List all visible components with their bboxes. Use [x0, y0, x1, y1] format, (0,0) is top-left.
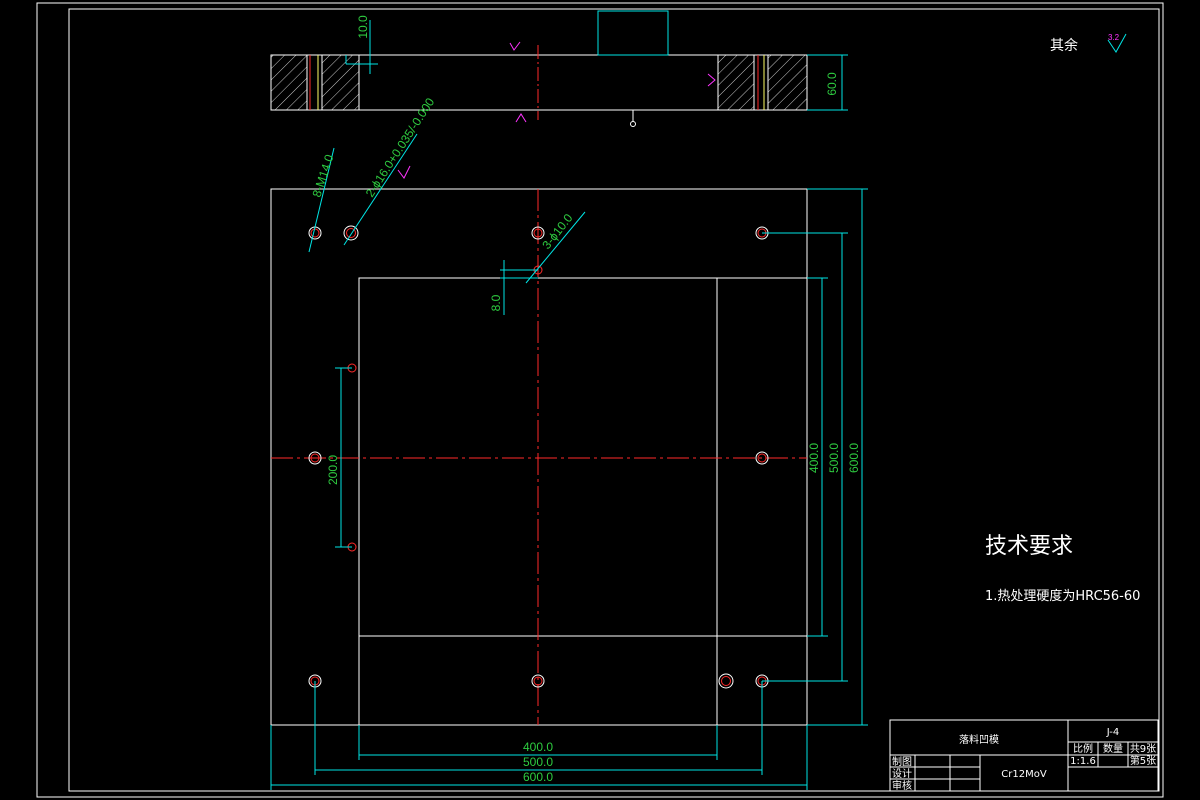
plan-view: 8-M14.0 2-ϕ16.0+0.035/-0.000 3-ϕ10.0 8.0… — [270, 95, 868, 790]
title-part-name: 落料凹模 — [959, 733, 999, 746]
tap-hole-mid-right — [755, 451, 769, 465]
title-row-drafter: 制图 — [892, 755, 912, 768]
dowel-callout-text: 2-ϕ16.0+0.035/-0.000 — [363, 95, 438, 199]
dowel-spacing-text: 200.0 — [326, 455, 340, 485]
title-quantity-header: 数量 — [1103, 742, 1123, 755]
pilot-leader — [525, 211, 586, 284]
width-mid-text: 500.0 — [523, 755, 553, 769]
surface-finish-value: 3.2 — [1108, 33, 1120, 42]
hatch-right-inner — [717, 54, 755, 111]
section-view: 60.0 10.0 — [270, 10, 848, 127]
hatch-right-outer — [767, 54, 808, 111]
finish-mark-3 — [515, 113, 527, 123]
dowel-hole-top — [343, 225, 359, 241]
title-block: 落料凹模 J-4 比例 数量 共9张 1:1.6 第5张 Cr12MoV 制图 … — [889, 719, 1159, 792]
finish-mark-4 — [397, 165, 411, 179]
dowel-leader — [343, 133, 418, 246]
height-inner-text: 400.0 — [807, 443, 821, 473]
finish-mark-2 — [707, 73, 716, 87]
tap-callout-text: 8-M14.0 — [310, 152, 337, 199]
title-row-designer: 设计 — [892, 767, 912, 780]
sheet-outer-border — [36, 2, 1164, 798]
title-sheet-header: 共9张 — [1130, 743, 1156, 755]
small-dim-text: 8.0 — [489, 294, 503, 311]
tap-hole-top-center — [531, 226, 545, 240]
plate-outline — [270, 188, 808, 726]
title-sheet-value: 第5张 — [1130, 754, 1156, 767]
datum-mark-circle — [630, 121, 636, 127]
height-outer-text: 600.0 — [847, 443, 861, 473]
title-scale-value: 1:1.6 — [1070, 756, 1096, 767]
tap-leader — [308, 147, 335, 253]
hatch-left-outer — [270, 54, 308, 111]
height-mid-text: 500.0 — [827, 443, 841, 473]
thickness-dim-text: 60.0 — [825, 72, 839, 96]
title-row-reviewer: 审核 — [892, 779, 912, 792]
offset-dim-text: 10.0 — [356, 15, 370, 39]
sheet-inner-border — [68, 8, 1160, 792]
title-material: Cr12MoV — [1001, 769, 1047, 780]
title-drawing-no: J-4 — [1106, 727, 1120, 738]
width-outer-text: 600.0 — [523, 770, 553, 784]
hatch-left-inner — [321, 54, 360, 111]
requirement-item-1: 1.热处理硬度为HRC56-60 — [985, 588, 1140, 604]
top-box — [597, 10, 669, 56]
dowel-hole-bottom — [718, 673, 734, 689]
requirements-title: 技术要求 — [985, 534, 1073, 559]
finish-mark-1 — [509, 41, 521, 51]
surface-finish-symbol: 3.2 — [1107, 33, 1127, 53]
title-scale-header: 比例 — [1073, 742, 1093, 755]
width-inner-text: 400.0 — [523, 740, 553, 754]
tap-hole-bottom-center — [531, 674, 545, 688]
tap-hole-mid-left — [308, 451, 322, 465]
surface-finish-label: 其余 — [1050, 37, 1078, 54]
